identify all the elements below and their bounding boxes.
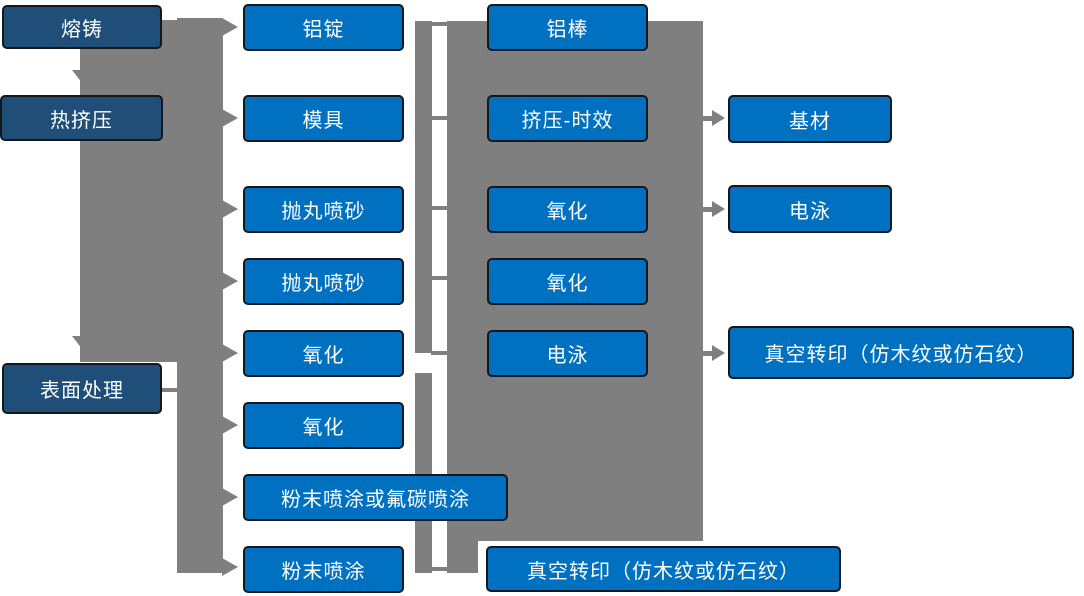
row-link bbox=[431, 22, 447, 26]
right-arrow-icon bbox=[222, 18, 238, 36]
node-melting-casting: 熔铸 bbox=[2, 5, 162, 49]
right-arrow-icon bbox=[222, 272, 238, 290]
node-powder-or-fluorocarbon-coating: 粉末喷涂或氟碳喷涂 bbox=[243, 474, 508, 521]
row-link bbox=[431, 276, 447, 280]
mid-bar-upper bbox=[415, 21, 432, 353]
right-arrow-icon bbox=[712, 345, 725, 361]
right-arrow-icon bbox=[222, 416, 238, 434]
surface-treatment-link bbox=[162, 388, 178, 392]
node-extrusion-aging: 挤压-时效 bbox=[487, 95, 648, 142]
node-vacuum-transfer-bottom: 真空转印（仿木纹或仿石纹） bbox=[486, 546, 841, 592]
row-link bbox=[431, 351, 447, 355]
row-link bbox=[431, 116, 447, 120]
node-aluminum-rod: 铝棒 bbox=[487, 4, 648, 51]
output-arrow-stem bbox=[700, 351, 712, 356]
right-arrow-icon bbox=[712, 110, 725, 126]
node-oxidation-b1: 氧化 bbox=[487, 186, 648, 233]
node-oxidation-b2: 氧化 bbox=[487, 258, 648, 305]
down-arrow-icon bbox=[72, 70, 100, 88]
down-arrow-icon bbox=[72, 336, 100, 354]
node-substrate: 基材 bbox=[728, 95, 892, 143]
row-link bbox=[431, 567, 447, 571]
node-electrophoresis-right: 电泳 bbox=[728, 185, 892, 233]
node-vacuum-transfer-right: 真空转印（仿木纹或仿石纹） bbox=[728, 326, 1074, 379]
node-powder-coating: 粉末喷涂 bbox=[243, 546, 404, 593]
right-arrow-icon bbox=[222, 200, 238, 218]
node-surface-treatment: 表面处理 bbox=[2, 363, 162, 414]
node-shot-blast-sandblast-1: 抛丸喷砂 bbox=[243, 186, 404, 233]
right-arrow-icon bbox=[712, 201, 725, 217]
node-electrophoresis-mid: 电泳 bbox=[487, 330, 648, 377]
node-mold: 模具 bbox=[243, 95, 404, 142]
node-oxidation-a2: 氧化 bbox=[243, 402, 404, 449]
right-arrow-icon bbox=[222, 344, 238, 362]
right-arrow-icon bbox=[222, 558, 238, 576]
right-arrow-icon bbox=[222, 109, 238, 127]
node-hot-extrusion: 热挤压 bbox=[0, 95, 163, 141]
spine-bar bbox=[177, 18, 223, 573]
node-oxidation-a1: 氧化 bbox=[243, 330, 404, 377]
output-arrow-stem bbox=[703, 116, 713, 121]
row-link bbox=[431, 206, 447, 210]
output-arrow-stem bbox=[703, 207, 713, 212]
mid-bar-lower bbox=[415, 373, 432, 573]
node-shot-blast-sandblast-2: 抛丸喷砂 bbox=[243, 258, 404, 305]
node-aluminum-ingot: 铝锭 bbox=[243, 4, 404, 51]
right-arrow-icon bbox=[222, 488, 238, 506]
treatment-block-foot bbox=[447, 541, 478, 573]
